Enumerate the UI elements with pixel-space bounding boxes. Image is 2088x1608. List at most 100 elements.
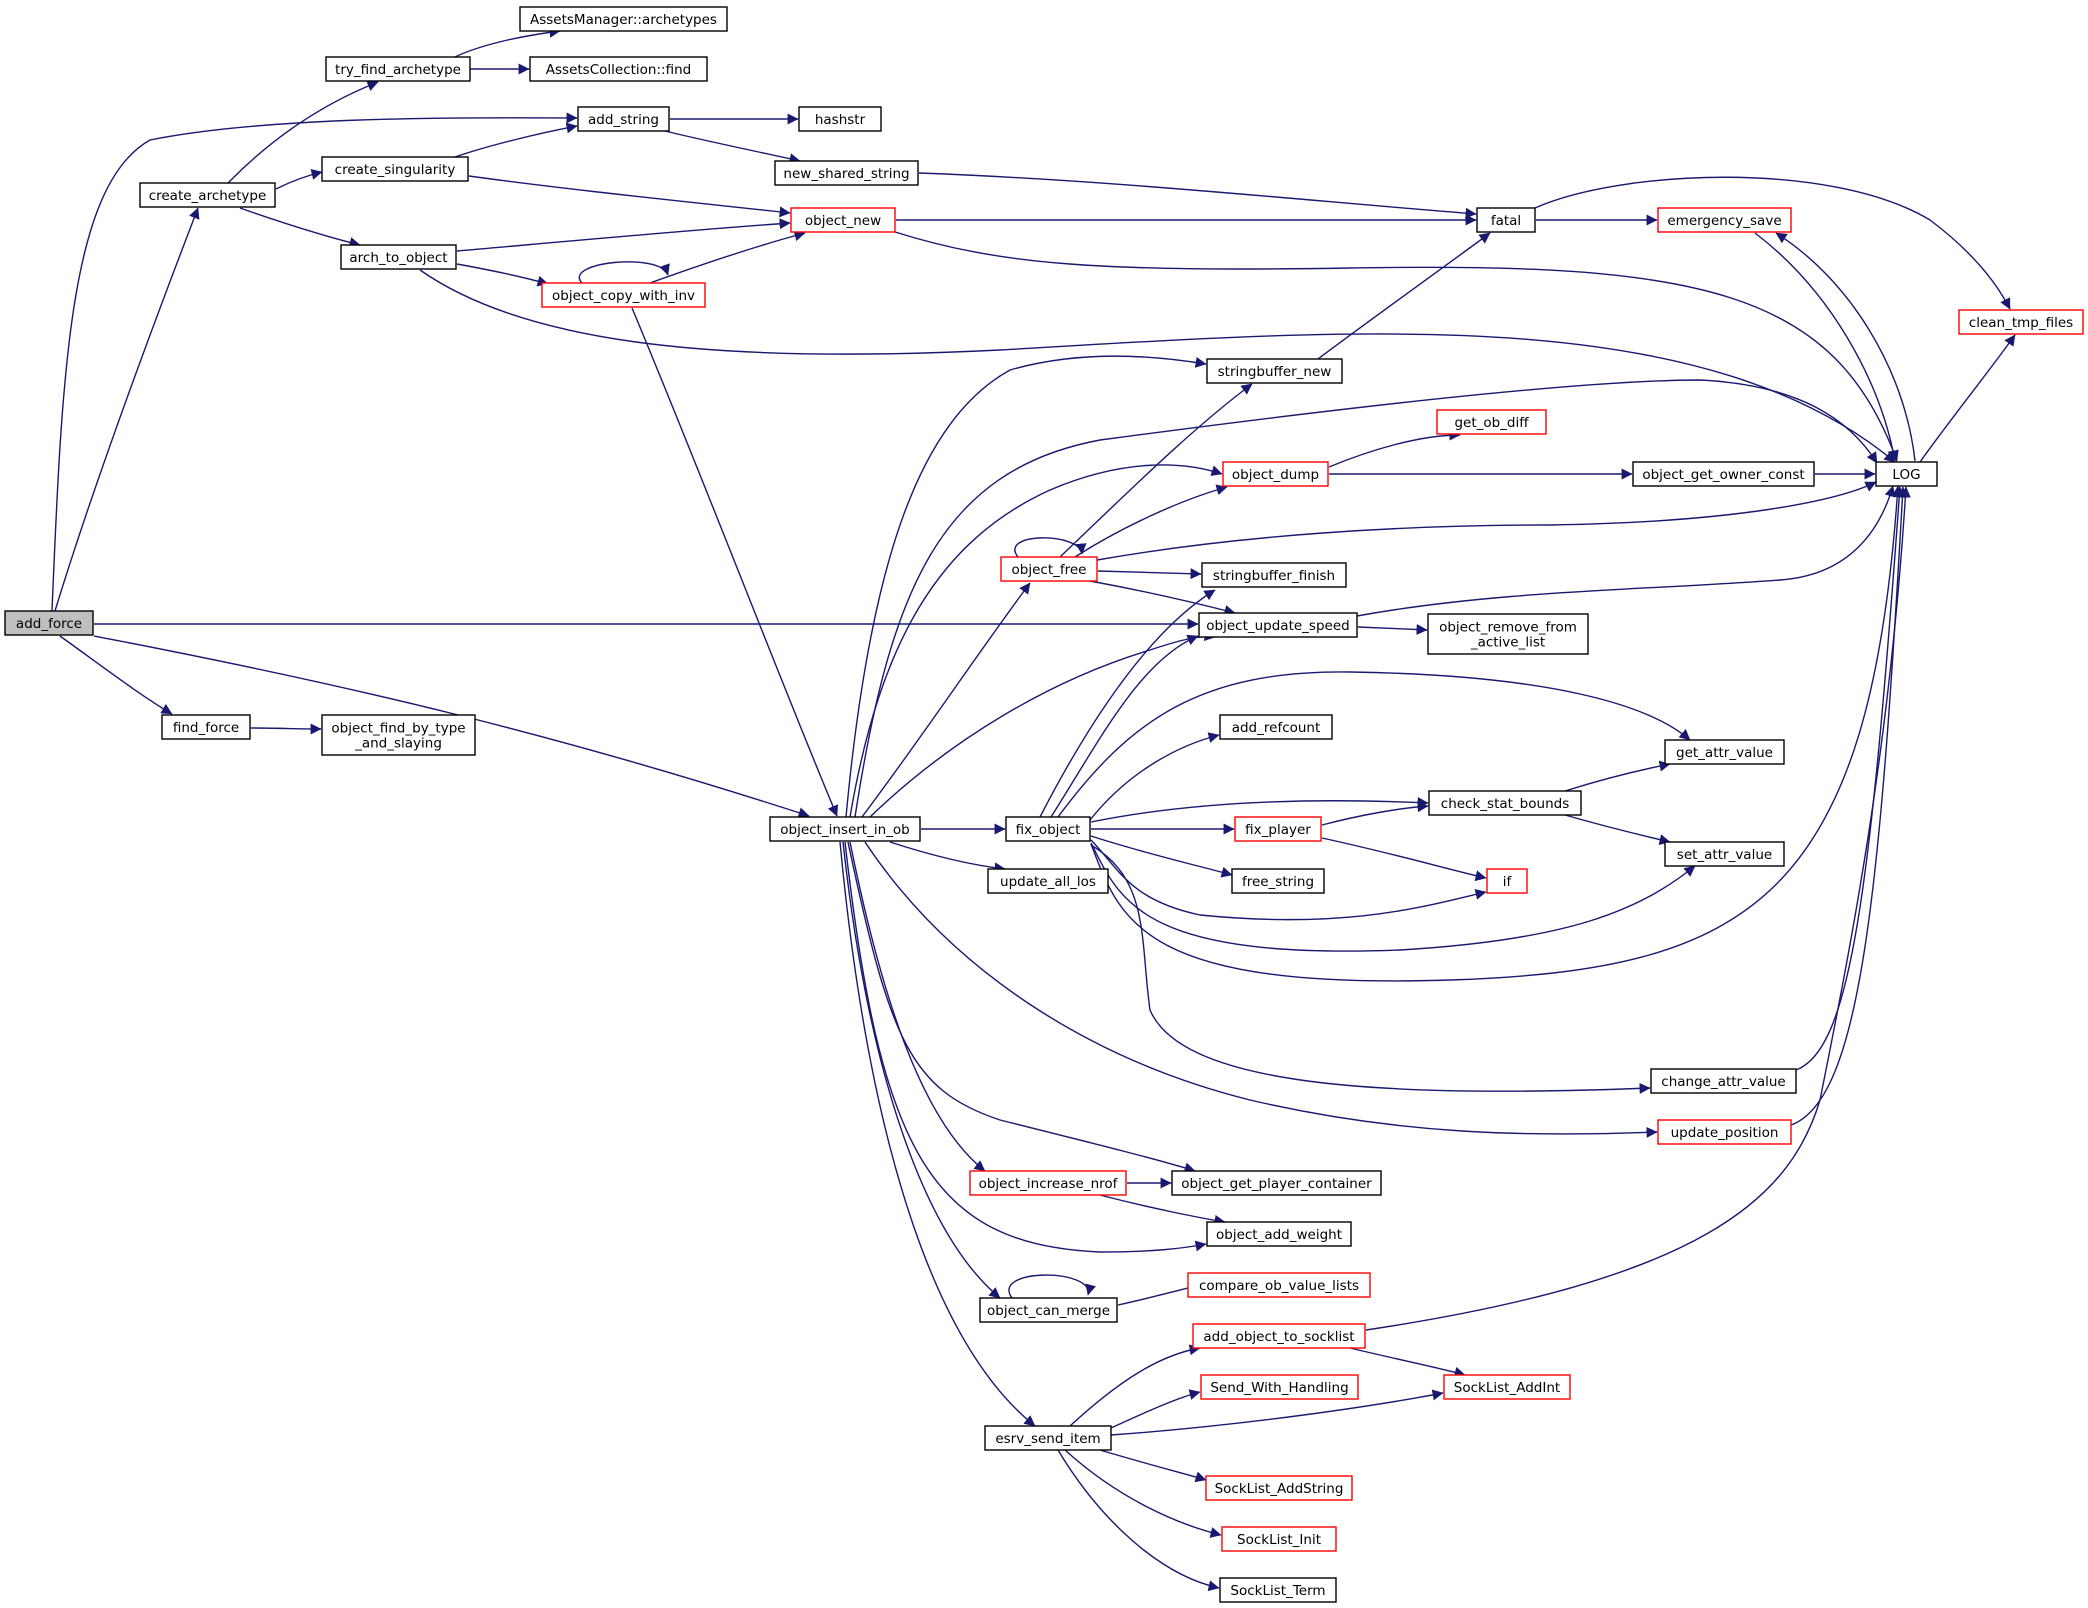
node-label: object_find_by_type [331,721,465,737]
node-box [1443,1374,1571,1400]
node-object_increase_nrof[interactable]: object_increase_nrof [969,1170,1127,1196]
node-change_attr_value[interactable]: change_attr_value [1650,1068,1797,1094]
node-add_force[interactable]: add_force [4,610,94,636]
node-label: object_can_merge [987,1303,1110,1319]
node-box [529,56,708,82]
edge-esrv_send_item-to-Send_With_Handling [1110,1389,1201,1429]
edge-object_free-to-object_update_speed [1089,580,1236,616]
node-label: object_get_owner_const [1642,467,1804,483]
node-set_attr_value[interactable]: set_attr_value [1664,841,1785,867]
edge-new_shared_string-to-fatal [918,172,1477,219]
node-object_dump[interactable]: object_dump [1222,461,1329,487]
edge-arch_to_object-to-LOG [419,269,1896,463]
node-object_free[interactable]: object_free [1000,556,1098,582]
node-if[interactable]: if [1486,868,1528,894]
node-LOG[interactable]: LOG [1875,461,1938,487]
node-add_refcount[interactable]: add_refcount [1219,714,1333,740]
node-label: update_position [1671,1125,1779,1141]
node-check_stat_bounds[interactable]: check_stat_bounds [1428,790,1582,816]
node-arch_to_object[interactable]: arch_to_object [340,244,457,270]
edge-add_object_to_socklist-to-LOG [1365,486,1911,1331]
node-SockList_Init[interactable]: SockList_Init [1221,1526,1337,1552]
node-label: object_dump [1232,467,1319,483]
node-object_insert_in_ob[interactable]: object_insert_in_ob [769,816,921,842]
node-label: clean_tmp_files [1969,315,2073,331]
node-object_remove_from_active_list[interactable]: object_remove_from_active_list [1427,613,1589,655]
node-object_get_owner_const[interactable]: object_get_owner_const [1632,461,1815,487]
node-am_archetypes[interactable]: AssetsManager::archetypes [519,6,728,32]
node-find_force[interactable]: find_force [161,714,251,740]
node-box [4,610,94,636]
edge-object_insert_in_ob-to-stringbuffer_new [845,355,1207,818]
node-label: find_force [173,720,239,736]
node-box [1200,1374,1359,1400]
edge-object_insert_in_ob-to-object_dump [849,464,1223,818]
node-Send_With_Handling[interactable]: Send_With_Handling [1200,1374,1359,1400]
node-fix_object[interactable]: fix_object [1005,816,1091,842]
node-label: object_copy_with_inv [552,288,695,304]
node-label: SockList_Init [1237,1532,1321,1548]
edge-fix_object-to-LOG [1090,485,1903,982]
node-box [1650,1068,1797,1094]
node-label: create_archetype [149,188,267,204]
node-label: create_singularity [335,162,456,178]
node-label: fix_player [1245,822,1311,838]
edge-esrv_send_item-to-SockList_AddString [1099,1449,1207,1483]
node-get_ob_diff[interactable]: get_ob_diff [1436,409,1547,435]
node-new_shared_string[interactable]: new_shared_string [774,160,919,186]
node-get_attr_value[interactable]: get_attr_value [1664,739,1785,765]
node-compare_ob_value_lists[interactable]: compare_ob_value_lists [1187,1272,1371,1298]
node-esrv_send_item[interactable]: esrv_send_item [984,1425,1112,1451]
node-SockList_AddString[interactable]: SockList_AddString [1205,1475,1353,1501]
edge-stringbuffer_new-to-fatal [1317,232,1491,360]
node-object_can_merge[interactable]: object_can_merge [979,1297,1118,1323]
edge-fix_object-to-set_attr_value [1090,842,1696,952]
node-ac_find[interactable]: AssetsCollection::find [529,56,708,82]
node-fatal[interactable]: fatal [1476,207,1536,233]
node-label: try_find_archetype [335,62,461,78]
node-object_new[interactable]: object_new [790,207,896,233]
node-object_get_player_container[interactable]: object_get_player_container [1171,1170,1382,1196]
node-label: object_new [805,213,881,229]
edge-object_copy_with_inv-to-object_insert_in_ob [631,307,839,817]
node-free_string[interactable]: free_string [1231,868,1325,894]
node-label: SockList_AddString [1215,1481,1344,1497]
node-label: stringbuffer_new [1218,364,1332,380]
node-fix_player[interactable]: fix_player [1234,816,1322,842]
node-box [798,106,882,132]
edge-LOG-to-clean_tmp_files [1919,334,2016,463]
node-label: object_free [1012,562,1087,578]
node-add_object_to_socklist[interactable]: add_object_to_socklist [1192,1323,1366,1349]
node-SockList_AddInt[interactable]: SockList_AddInt [1443,1374,1571,1400]
node-create_singularity[interactable]: create_singularity [321,156,469,182]
node-clean_tmp_files[interactable]: clean_tmp_files [1958,309,2084,335]
node-hashstr[interactable]: hashstr [798,106,882,132]
node-stringbuffer_new[interactable]: stringbuffer_new [1206,358,1343,384]
edge-object_can_merge-to-object_can_merge [1008,1274,1096,1299]
node-label: check_stat_bounds [1441,796,1569,812]
edge-add_force-to-find_force [59,635,173,715]
node-object_copy_with_inv[interactable]: object_copy_with_inv [541,282,706,308]
node-box [1657,1119,1792,1145]
edge-object_free-to-LOG [1096,481,1877,561]
node-try_find_archetype[interactable]: try_find_archetype [325,56,471,82]
node-box [1221,1526,1337,1552]
node-update_position[interactable]: update_position [1657,1119,1792,1145]
node-box [1206,1221,1352,1247]
node-object_find_by_type_and_slaying[interactable]: object_find_by_type_and_slaying [321,714,476,756]
edge-object_update_speed-to-object_remove_from_active_list [1357,624,1428,636]
node-box [1219,1577,1337,1603]
node-stringbuffer_finish[interactable]: stringbuffer_finish [1201,562,1347,588]
node-box [1219,714,1333,740]
node-box [984,1425,1112,1451]
node-SockList_Term[interactable]: SockList_Term [1219,1577,1337,1603]
node-object_update_speed[interactable]: object_update_speed [1198,612,1358,638]
node-add_string[interactable]: add_string [577,106,670,132]
node-box [139,182,276,208]
node-create_archetype[interactable]: create_archetype [139,182,276,208]
node-update_all_los[interactable]: update_all_los [987,868,1109,894]
node-emergency_save[interactable]: emergency_save [1657,207,1792,233]
node-object_add_weight[interactable]: object_add_weight [1206,1221,1352,1247]
node-label: if [1503,874,1513,890]
